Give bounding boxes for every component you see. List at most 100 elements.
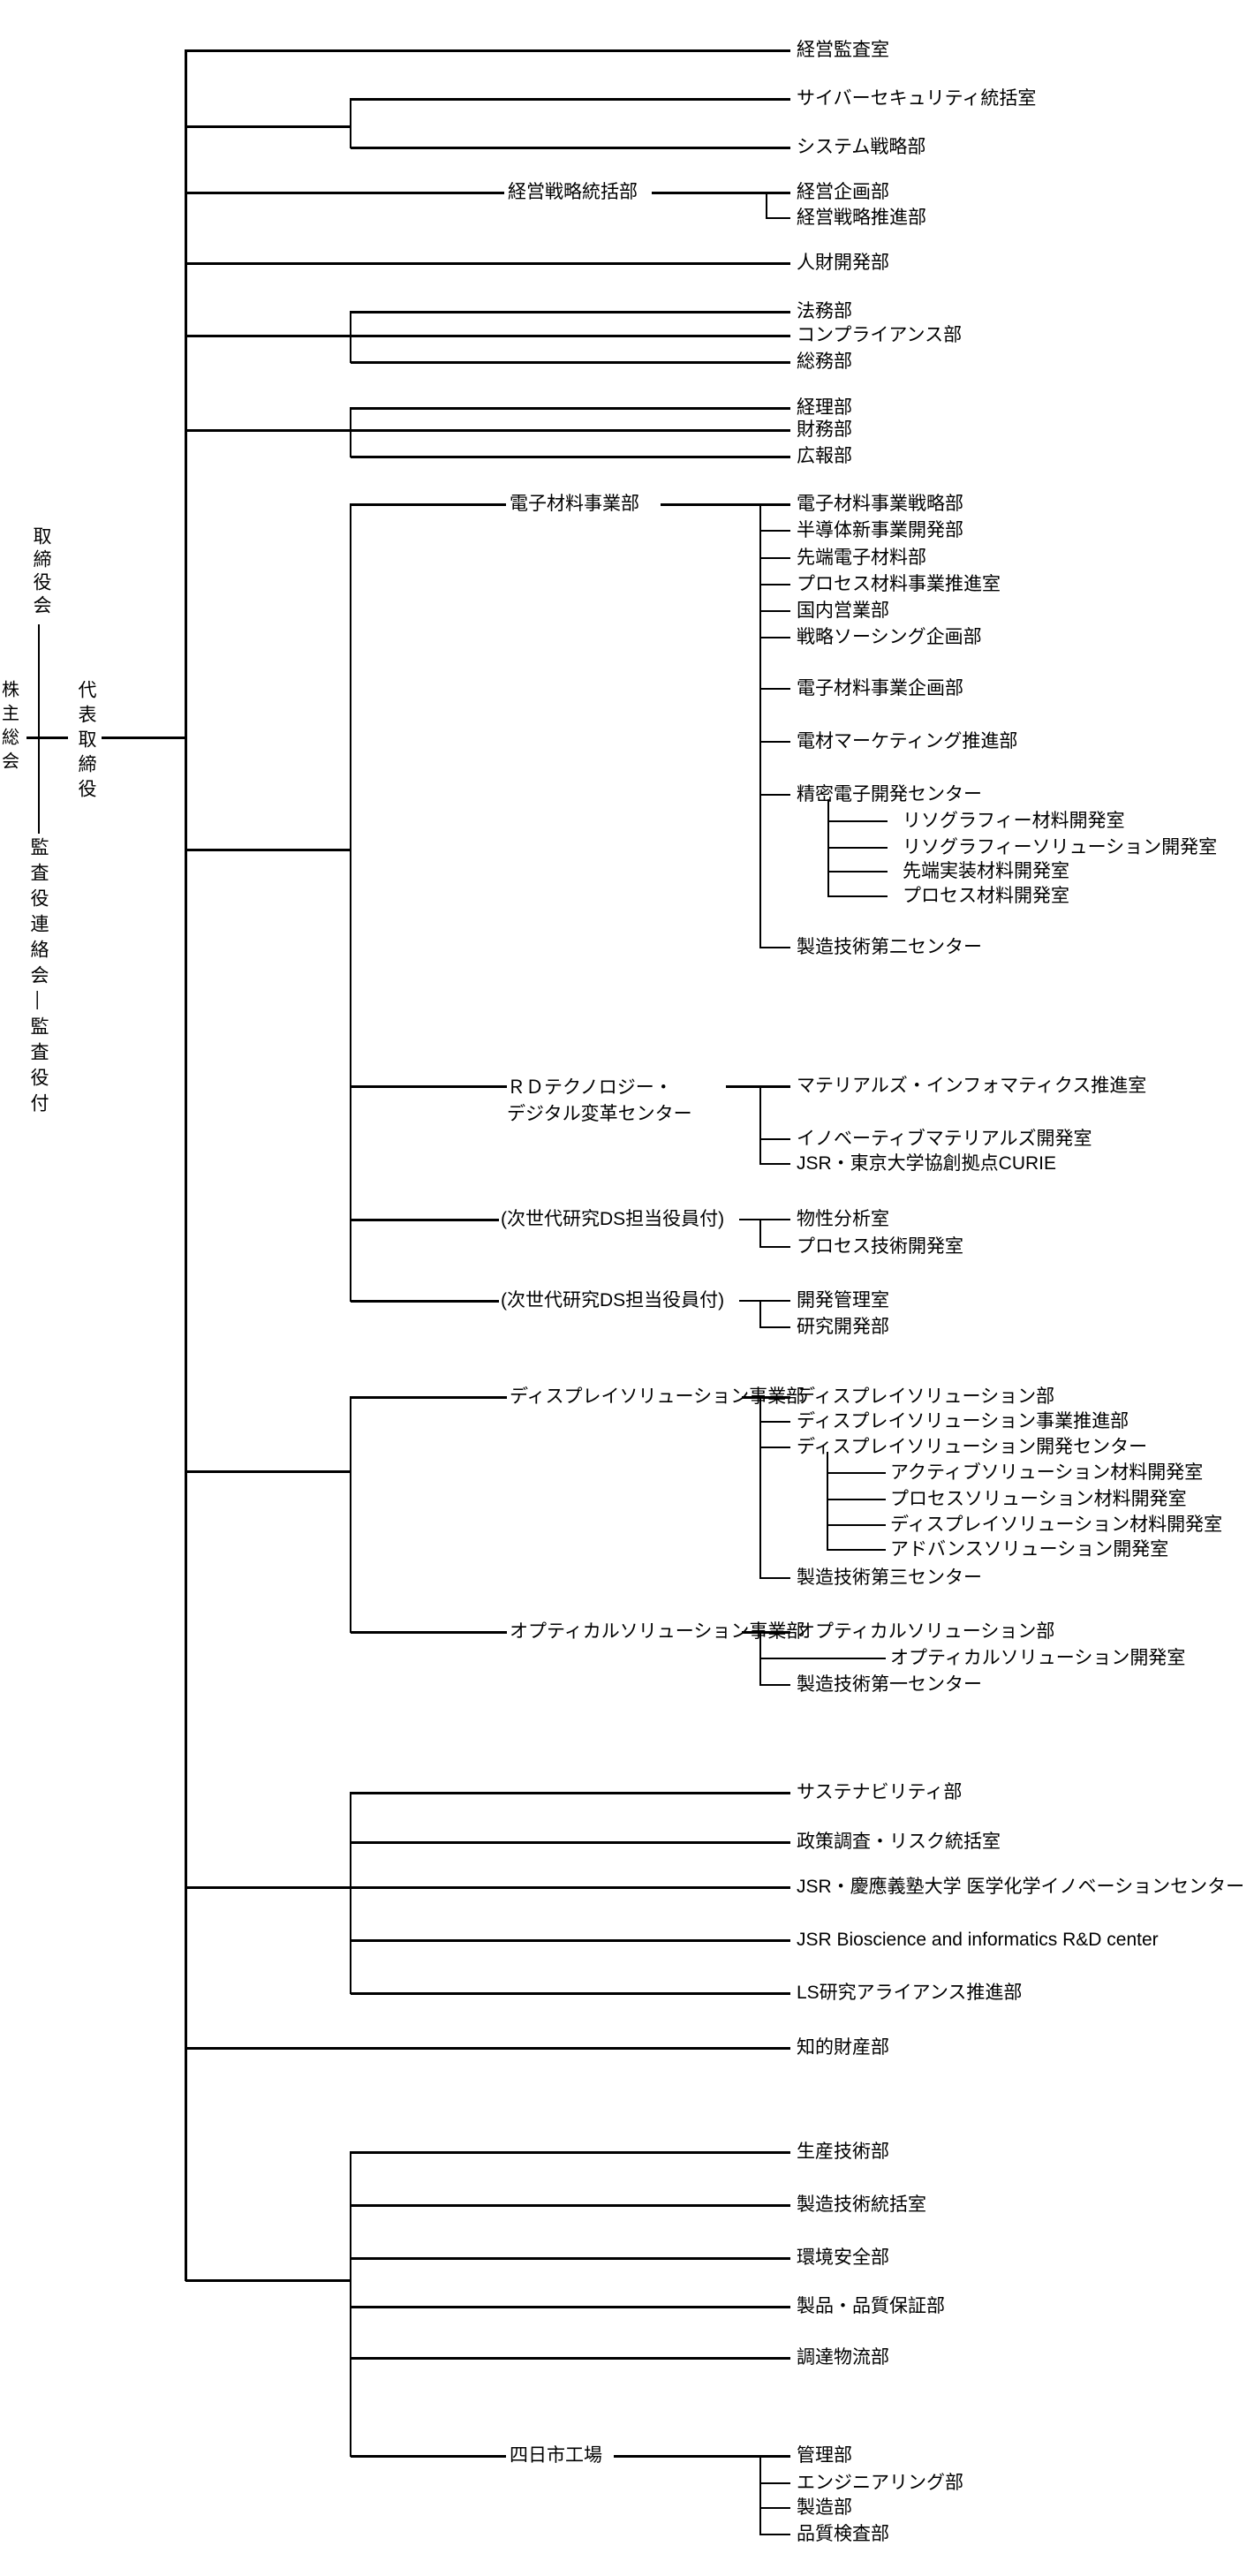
- connector-line-h: [26, 736, 68, 739]
- org-node-strategic-sourcing-planning-dept: 戦略ソーシング企画部: [797, 627, 982, 647]
- org-node-optical-solution-dept: オプティカルソリューション部: [797, 1621, 1055, 1642]
- org-node-finance-dept: 財務部: [797, 419, 852, 440]
- org-node-legal-dept: 法務部: [797, 301, 852, 321]
- connector-line-h: [760, 1163, 790, 1165]
- connector-line-v: [350, 407, 351, 457]
- org-node-process-materials-business-office: プロセス材料事業推進室: [797, 574, 1001, 594]
- org-node-audit-liaison-staff: 監査役連絡会―監査役付: [28, 837, 49, 1119]
- org-node-process-solution-materials-office: プロセスソリューション材料開発室: [890, 1489, 1187, 1509]
- org-node-accounting-dept: 経理部: [797, 397, 852, 418]
- connector-line-h: [828, 847, 888, 849]
- org-node-quality-inspection-dept: 品質検査部: [797, 2524, 889, 2544]
- connector-line-h: [614, 2454, 790, 2458]
- org-node-research-development-dept: 研究開発部: [797, 1317, 889, 1337]
- org-node-cyber-security-office: サイバーセキュリティ統括室: [797, 88, 1037, 109]
- connector-line-h: [827, 1549, 886, 1551]
- org-node-display-solution-div: ディスプレイソリューション事業部: [510, 1386, 805, 1407]
- org-node-yokkaichi-plant: 四日市工場: [510, 2445, 602, 2466]
- org-node-admin-dept: 管理部: [797, 2445, 852, 2466]
- connector-line-h: [351, 1299, 499, 1303]
- connector-line-v: [38, 624, 40, 834]
- connector-line-h: [351, 1084, 507, 1088]
- connector-line-h: [185, 261, 790, 265]
- connector-line-h: [185, 125, 351, 128]
- connector-line-v: [350, 1396, 351, 1633]
- connector-line-h: [827, 1472, 886, 1474]
- connector-line-h: [767, 217, 790, 219]
- connector-line-v: [759, 503, 761, 948]
- connector-line-h: [351, 2454, 506, 2458]
- org-node-board-of-directors: 取締役会: [31, 526, 51, 618]
- connector-line-h: [760, 1138, 790, 1140]
- connector-line-h: [351, 1218, 499, 1221]
- org-node-manufacturing-tech-supervision-office: 製造技術統括室: [797, 2195, 926, 2215]
- connector-line-v: [759, 1631, 761, 1686]
- org-node-next-gen-ds-officer-2: (次世代研究DS担当役員付): [501, 1290, 725, 1311]
- org-node-production-technology-dept: 生産技術部: [797, 2142, 889, 2162]
- org-node-rd-technology-digital-center: ＲＤテクノロジー・ デジタル変革センター: [507, 1077, 692, 1124]
- connector-line-h: [739, 1219, 790, 1220]
- connector-line-v: [184, 49, 187, 2281]
- org-node-representative-director: 代表取締役: [76, 680, 96, 804]
- org-node-physical-properties-analysis-office: 物性分析室: [797, 1209, 889, 1229]
- connector-line-h: [351, 2150, 790, 2154]
- org-node-advance-solution-dev-office: アドバンスソリューション開発室: [890, 1539, 1169, 1560]
- connector-line-h: [760, 637, 790, 638]
- org-node-management-strategy-promotion-dept: 経営戦略推進部: [797, 208, 926, 228]
- connector-line-h: [351, 2256, 790, 2260]
- connector-line-v: [759, 1219, 761, 1248]
- org-node-innovative-materials-office: イノベーティブマテリアルズ開発室: [797, 1129, 1092, 1149]
- org-node-display-solution-dept: ディスプレイソリューション部: [797, 1386, 1055, 1407]
- connector-line-h: [760, 557, 790, 559]
- org-node-advanced-packaging-materials-office: 先端実装材料開発室: [903, 861, 1069, 881]
- connector-line-v: [766, 192, 767, 219]
- org-node-corporate-planning-dept: 経営企画部: [797, 182, 889, 202]
- connector-line-h: [742, 1630, 790, 1634]
- org-node-optical-solution-div: オプティカルソリューション事業部: [510, 1621, 805, 1642]
- connector-line-h: [760, 1577, 790, 1579]
- org-node-policy-research-risk-office: 政策調査・リスク統括室: [797, 1832, 1001, 1852]
- connector-line-h: [742, 1395, 790, 1399]
- org-node-sustainability-dept: サステナビリティ部: [797, 1782, 963, 1802]
- org-node-system-strategy-dept: システム戦略部: [797, 137, 926, 157]
- connector-line-v: [350, 2151, 351, 2457]
- connector-line-h: [760, 741, 790, 743]
- org-node-next-gen-ds-officer-1: (次世代研究DS担当役員付): [501, 1209, 725, 1229]
- org-node-product-quality-assurance-dept: 製品・品質保証部: [797, 2296, 945, 2316]
- connector-line-h: [185, 2046, 790, 2050]
- connector-line-h: [760, 1421, 790, 1423]
- org-node-precision-electronics-dev-center: 精密電子開発センター: [797, 784, 982, 805]
- connector-line-h: [828, 820, 888, 822]
- connector-line-h: [351, 502, 506, 506]
- connector-line-h: [351, 146, 790, 149]
- connector-line-h: [760, 530, 790, 532]
- org-node-jsr-keio-medical-chemistry-center: JSR・慶應義塾大学 医学化学イノベーションセンター: [797, 1877, 1245, 1897]
- org-node-general-affairs-dept: 総務部: [797, 351, 852, 372]
- org-node-intellectual-property-dept: 知的財産部: [797, 2037, 889, 2058]
- connector-line-v: [759, 1396, 761, 1579]
- connector-line-h: [102, 736, 185, 739]
- connector-line-h: [827, 1499, 886, 1500]
- connector-line-h: [760, 2482, 790, 2484]
- org-node-process-technology-dev-office: プロセス技術開発室: [797, 1236, 963, 1257]
- connector-line-h: [827, 1524, 886, 1526]
- org-node-management-audit-office: 経営監査室: [797, 40, 889, 60]
- connector-line-h: [739, 1300, 790, 1302]
- connector-line-v: [827, 1452, 828, 1551]
- connector-line-v: [759, 2455, 761, 2535]
- connector-line-h: [828, 895, 888, 897]
- connector-line-h: [760, 1684, 790, 1686]
- org-node-pr-dept: 広報部: [797, 446, 852, 466]
- org-node-ls-research-alliance-dept: LS研究アライアンス推進部: [797, 1983, 1023, 2003]
- connector-line-h: [351, 2305, 790, 2308]
- connector-line-h: [726, 1084, 790, 1088]
- connector-line-h: [760, 610, 790, 612]
- org-node-em-business-strategy-dept: 電子材料事業戦略部: [797, 494, 963, 514]
- connector-line-h: [760, 688, 790, 690]
- org-node-em-marketing-promotion-dept: 電材マーケティング推進部: [797, 731, 1018, 752]
- org-node-manufacturing-tech-center-3: 製造技術第三センター: [797, 1568, 982, 1588]
- connector-line-h: [760, 1326, 790, 1328]
- connector-line-h: [185, 1885, 790, 1889]
- org-node-optical-solution-dev-office: オプティカルソリューション開発室: [890, 1648, 1186, 1668]
